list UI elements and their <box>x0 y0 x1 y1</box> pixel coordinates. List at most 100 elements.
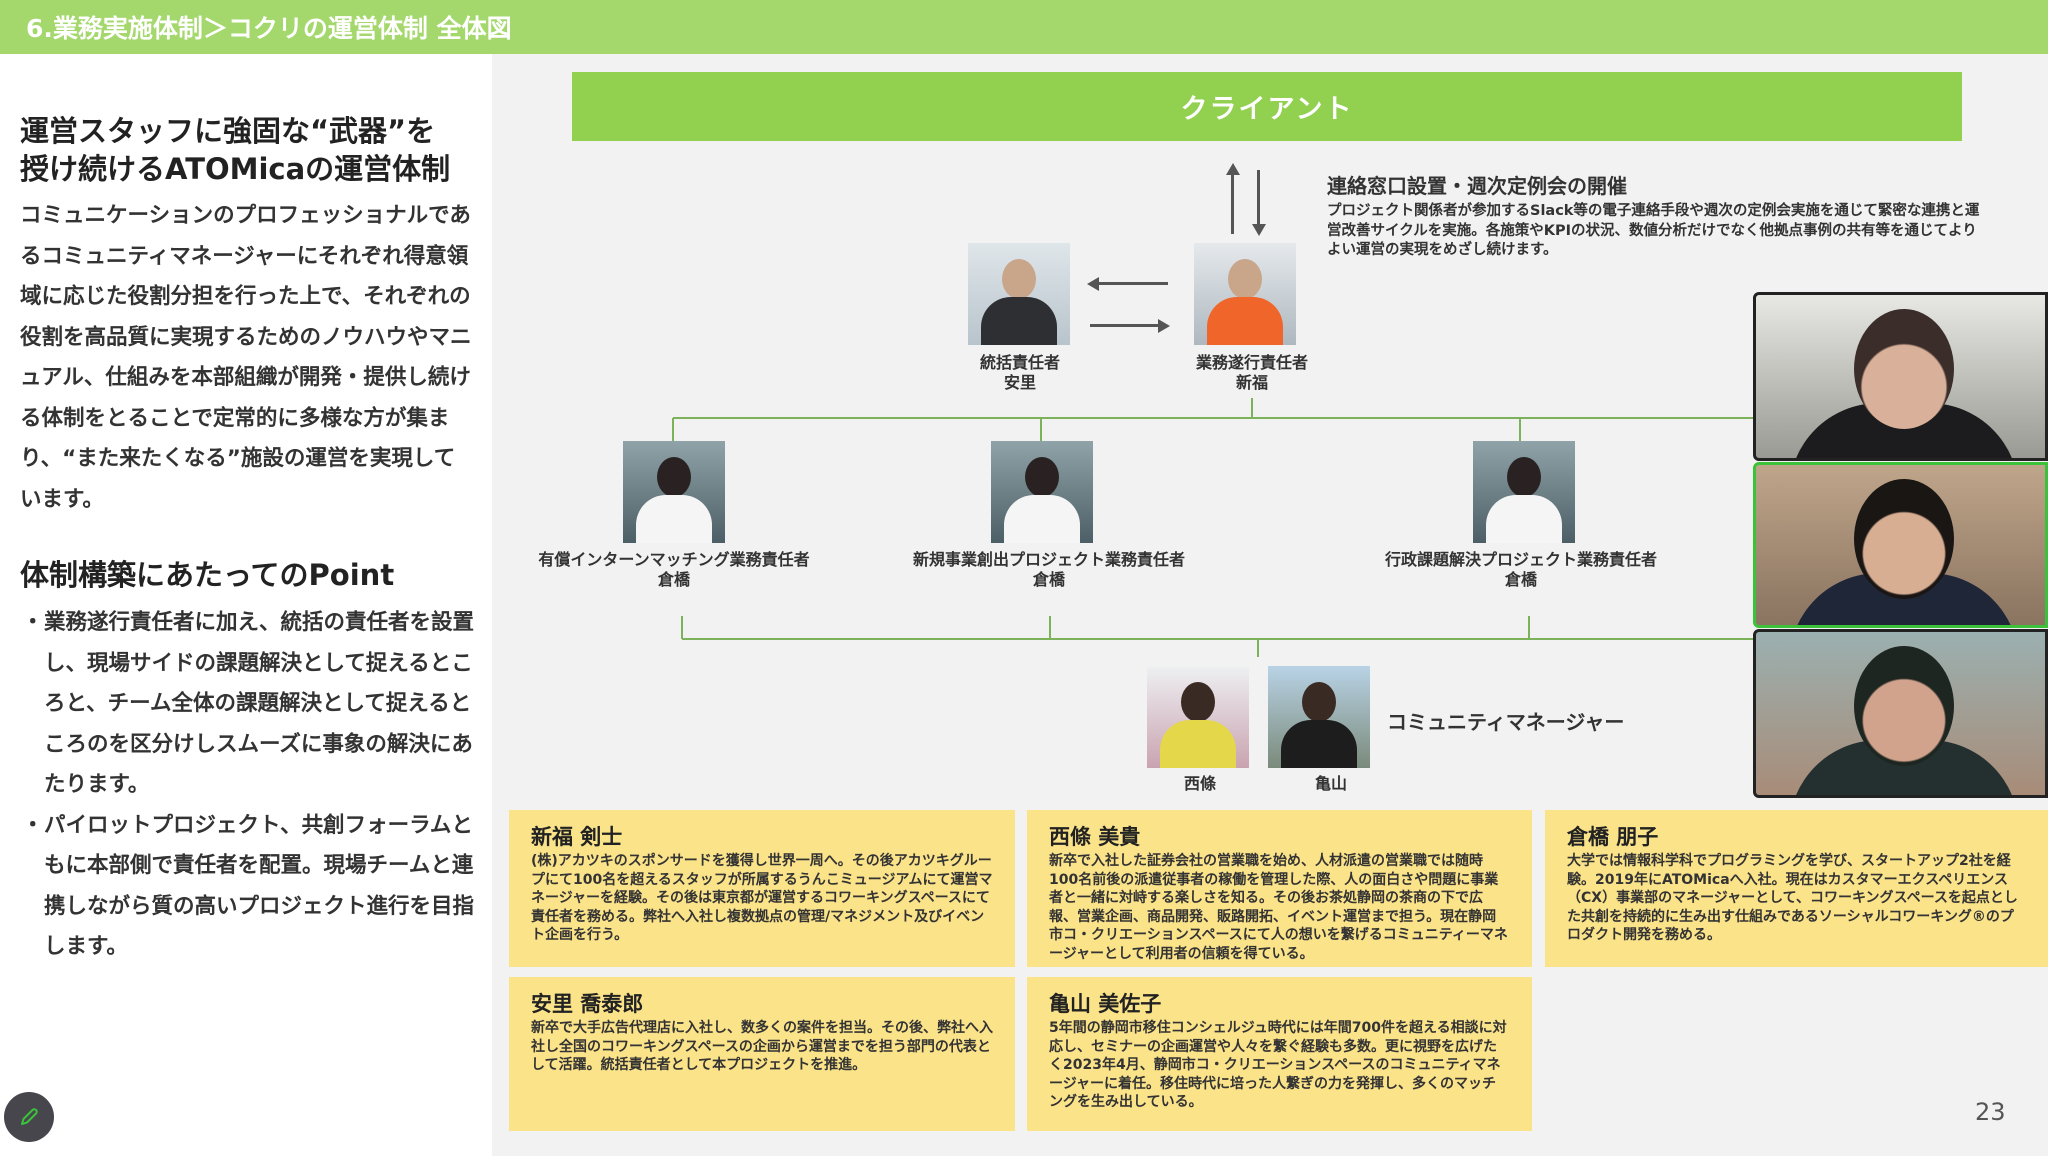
heading-line: 授け続けるATOMicaの運営体制 <box>20 152 451 186</box>
connector <box>682 638 1753 640</box>
section-heading: 運営スタッフに強固な“武器”を 授け続けるATOMicaの運営体制 <box>20 112 490 188</box>
profile-desc: 新卒で大手広告代理店に入社し、数多くの案件を担当。その後、弊社へ入社し全国のコワ… <box>531 1020 993 1073</box>
leader-label: 業務遂行責任者新福 <box>1196 353 1308 393</box>
arrow-right-head <box>1158 319 1170 333</box>
photo-body <box>1486 495 1562 543</box>
arrow-down-head <box>1252 224 1266 236</box>
point-title: 体制構築にあたってのPoint <box>20 558 395 592</box>
connector <box>1049 616 1051 639</box>
slide-title: 6.業務実施体制＞コクリの運営体制 全体図 <box>26 14 512 43</box>
heading-line: 運営スタッフに強固な“武器”を <box>20 114 436 148</box>
profile-card: 西條 美貴新卒で入社した証券会社の営業職を始め、人材派遣の営業職では随時100名… <box>1027 810 1532 967</box>
profile-name: 新福 剣士 <box>531 825 623 849</box>
point-item: ・業務遂行責任者に加え、統括の責任者を設置し、現場サイドの課題解決として捉えると… <box>22 603 477 806</box>
connector <box>673 417 1753 419</box>
profile-name: 亀山 美佐子 <box>1049 992 1162 1016</box>
photo-manager-kurahashi <box>623 441 725 543</box>
left-panel <box>0 54 492 1156</box>
annotate-button[interactable] <box>4 1092 54 1142</box>
name: 新福 <box>1235 373 1269 392</box>
photo-head <box>1025 457 1059 497</box>
client-bar: クライアント <box>572 72 1962 141</box>
pencil-icon <box>21 1108 38 1125</box>
photo-cm-saijo <box>1147 666 1249 768</box>
arrow-left <box>1096 282 1168 285</box>
profile-desc: 大学では情報科学科でプログラミングを学び、スタートアップ2社を経験。2019年に… <box>1567 853 2018 943</box>
name: 倉橋 <box>657 570 691 589</box>
bullet: ・ <box>22 610 44 635</box>
name: 倉橋 <box>1032 570 1066 589</box>
photo-head <box>1507 457 1541 497</box>
contact-description: プロジェクト関係者が参加するSlack等の電子連絡手段や週次の定例会実施を通じて… <box>1327 203 1980 258</box>
profile-name: 西條 美貴 <box>1049 825 1141 849</box>
connector <box>1040 418 1042 441</box>
arrow-left-head <box>1087 277 1099 291</box>
photo-head <box>1181 682 1215 722</box>
profile-card: 倉橋 朋子大学では情報科学科でプログラミングを学び、スタートアップ2社を経験。2… <box>1545 810 2048 967</box>
client-label: クライアント <box>1180 94 1354 125</box>
arrow-up <box>1231 172 1234 234</box>
cm-name: 亀山 <box>1314 774 1348 793</box>
community-manager-label: コミュニティマネージャー <box>1387 710 1625 734</box>
photo-body <box>636 495 712 543</box>
video-person-head <box>1854 479 1954 599</box>
contact-title: 連絡窓口設置・週次定例会の開催 <box>1327 174 1627 198</box>
video-tile-participant-3[interactable] <box>1753 629 2048 798</box>
photo-body <box>1160 720 1236 768</box>
profile-name: 倉橋 朋子 <box>1567 825 1659 849</box>
bullet: ・ <box>22 812 44 838</box>
photo-head <box>1002 259 1036 299</box>
role: 有償インターンマッチング業務責任者 <box>538 550 810 569</box>
photo-body <box>1004 495 1080 543</box>
photo-leader-shinfuku <box>1194 243 1296 345</box>
manager-label: 新規事業創出プロジェクト業務責任者倉橋 <box>913 550 1185 590</box>
profile-card: 安里 喬泰郎新卒で大手広告代理店に入社し、数多くの案件を担当。その後、弊社へ入社… <box>509 977 1015 1131</box>
role: 新規事業創出プロジェクト業務責任者 <box>912 550 1186 569</box>
cm-name: 西條 <box>1183 774 1217 793</box>
connector <box>1519 418 1521 441</box>
connector <box>1251 398 1253 418</box>
intro-text: コミュニケーションのプロフェッショナルであるコミュニティマネージャーにそれぞれ得… <box>20 203 472 512</box>
name: 倉橋 <box>1504 570 1538 589</box>
video-tile-participant-1[interactable] <box>1753 292 2048 461</box>
profile-desc: 5年間の静岡市移住コンシェルジュ時代には年間700件を超える相談に対応し、セミナ… <box>1049 1020 1507 1110</box>
point-list: ・業務遂行責任者に加え、統括の責任者を設置し、現場サイドの課題解決として捉えると… <box>22 603 477 968</box>
role: 行政課題解決プロジェクト業務責任者 <box>1384 550 1658 569</box>
leader-label: 統括責任者安里 <box>980 353 1060 393</box>
photo-body <box>981 297 1057 345</box>
photo-manager-kurahashi <box>991 441 1093 543</box>
photo-head <box>1302 682 1336 722</box>
point-text: パイロットプロジェクト、共創フォーラムともに本部側で責任者を配置。現場チームと連… <box>44 812 475 960</box>
connector <box>1257 639 1259 657</box>
photo-leader-anri <box>968 243 1070 345</box>
connector <box>681 616 683 639</box>
photo-head <box>1228 259 1262 299</box>
point-text: 業務遂行責任者に加え、統括の責任者を設置し、現場サイドの課題解決として捉えるとこ… <box>44 610 475 797</box>
connector <box>1528 616 1530 639</box>
point-item: ・パイロットプロジェクト、共創フォーラムともに本部側で責任者を配置。現場チームと… <box>22 806 477 968</box>
arrow-up-head <box>1226 163 1240 175</box>
manager-label: 有償インターンマッチング業務責任者倉橋 <box>538 550 809 590</box>
profile-desc: 新卒で入社した証券会社の営業職を始め、人材派遣の営業職では随時100名前後の派遣… <box>1049 853 1508 962</box>
profile-card: 新福 剣士 (株)アカツキのスポンサードを獲得し世界一周へ。その後アカツキグループ… <box>509 810 1015 967</box>
connector <box>672 418 674 441</box>
video-tile-participant-2-active[interactable] <box>1753 462 2048 628</box>
slide-header: 6.業務実施体制＞コクリの運営体制 全体図 <box>0 0 2048 54</box>
manager-label: 行政課題解決プロジェクト業務責任者倉橋 <box>1385 550 1657 590</box>
role: 統括責任者 <box>979 353 1061 372</box>
page-number: 23 <box>1975 1098 2006 1126</box>
photo-body <box>1207 297 1283 345</box>
role: 業務遂行責任者 <box>1195 353 1309 372</box>
name: 安里 <box>1003 373 1037 392</box>
arrow-down <box>1257 170 1260 226</box>
profile-card: 亀山 美佐子 5年間の静岡市移住コンシェルジュ時代には年間700件を超える相談に対… <box>1027 977 1532 1131</box>
video-person-head <box>1854 309 1954 429</box>
photo-body <box>1281 720 1357 768</box>
arrow-right <box>1090 324 1160 327</box>
profile-desc: (株)アカツキのスポンサードを獲得し世界一周へ。その後アカツキグループにて100… <box>531 853 993 943</box>
video-person-head <box>1854 646 1954 766</box>
profile-name: 安里 喬泰郎 <box>531 992 644 1016</box>
photo-cm-kameyama <box>1268 666 1370 768</box>
photo-head <box>657 457 691 497</box>
photo-manager-kurahashi <box>1473 441 1575 543</box>
